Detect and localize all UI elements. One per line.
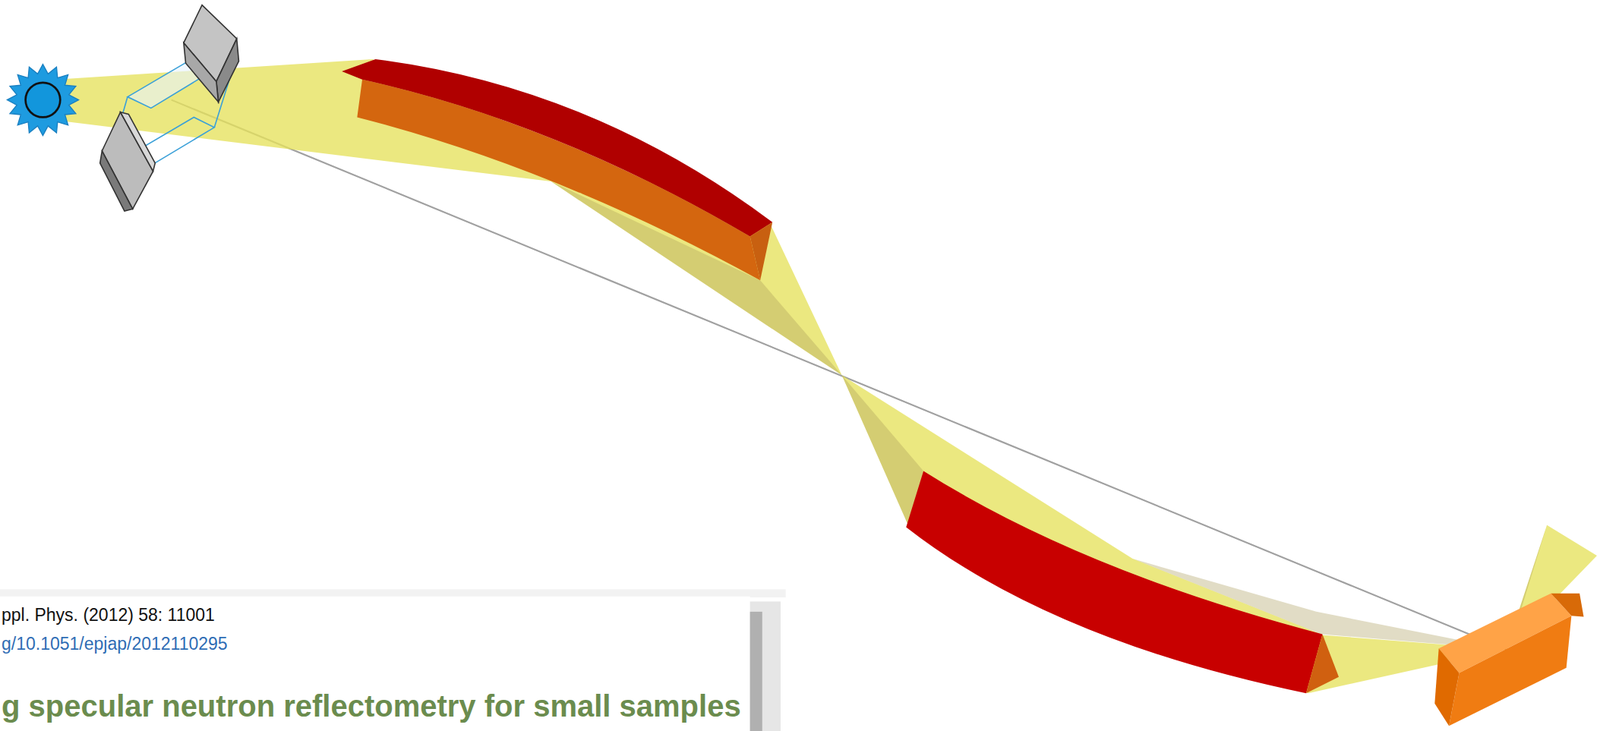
paper-title: g specular neutron reflectometry for sma… bbox=[1, 689, 742, 724]
mirror-face bbox=[905, 471, 1323, 695]
journal-ref: ppl. Phys. (2012) 58: 11001 bbox=[1, 605, 215, 626]
slit-blade bbox=[120, 112, 156, 172]
slit-blade bbox=[100, 151, 133, 212]
mirror-top bbox=[341, 59, 773, 237]
neutron-source bbox=[6, 64, 79, 136]
elliptic-mirror bbox=[341, 59, 773, 281]
mirror-end bbox=[1306, 634, 1339, 694]
sample-front bbox=[1448, 615, 1572, 726]
slit-blade bbox=[216, 38, 240, 102]
axis-line bbox=[171, 100, 1507, 651]
slit-blade bbox=[101, 112, 153, 210]
scrollbar-thumb bbox=[750, 612, 763, 731]
doi-link: g/10.1051/epjap/2012110295 bbox=[1, 634, 228, 655]
beam-segment bbox=[56, 59, 843, 376]
scrollbar bbox=[750, 601, 781, 731]
slit bbox=[100, 5, 240, 212]
sample-side bbox=[1434, 648, 1459, 726]
panel-shadow bbox=[0, 589, 786, 598]
source-star bbox=[6, 64, 79, 136]
beam-shade bbox=[842, 375, 925, 525]
panel bbox=[0, 596, 751, 731]
sample-side bbox=[1551, 593, 1585, 618]
slit-blade bbox=[183, 42, 219, 102]
paper-snippet bbox=[0, 589, 786, 731]
elliptic-mirror bbox=[905, 471, 1339, 695]
mirror-end bbox=[750, 222, 774, 281]
sample bbox=[1434, 593, 1584, 727]
source-core bbox=[25, 82, 61, 118]
